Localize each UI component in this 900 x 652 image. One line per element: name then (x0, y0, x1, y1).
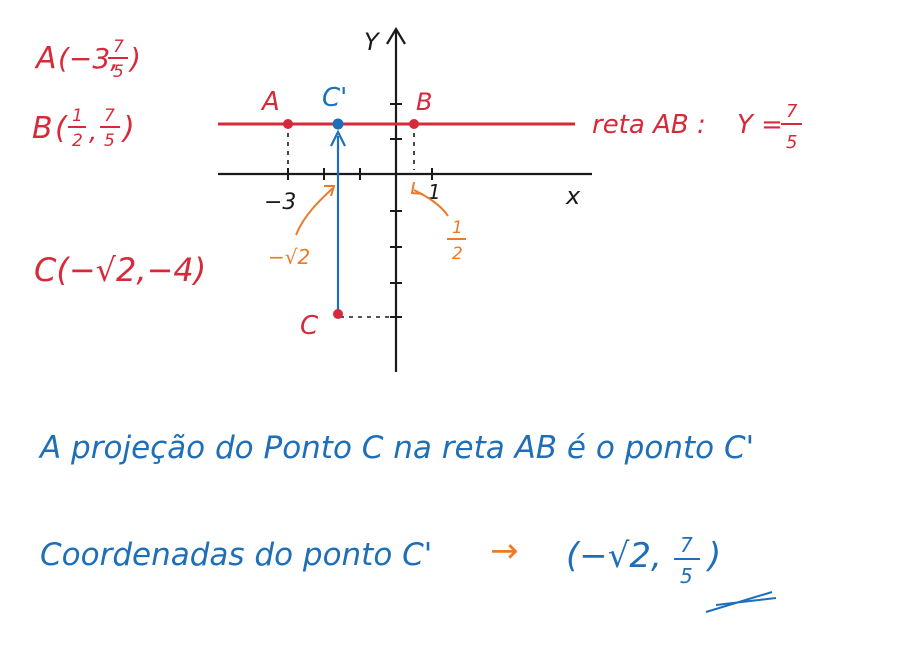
point-a-def-y-num: 7 (113, 37, 124, 57)
coordinates-den: 5 (680, 564, 693, 588)
point-b-def-y-den: 5 (104, 131, 115, 151)
point-a-def-close: ) (128, 42, 141, 75)
projection-arrow-icon (330, 129, 346, 147)
label-c-prime: C' (322, 83, 347, 113)
point-b-def-open: ( (55, 111, 68, 146)
point-b-def-close: ) (121, 111, 135, 146)
point-a-def-label: A (34, 41, 57, 76)
line-ab-eq-y: Y = (737, 110, 783, 140)
point-c-dot (333, 309, 343, 319)
point-b-def-label: B (32, 111, 53, 146)
x-tick-label-1: 1 (428, 180, 441, 204)
line-ab-label: reta AB : (592, 110, 706, 140)
point-c-prime-dot (332, 118, 344, 130)
point-b-def-comma: , (89, 117, 97, 147)
x-axis-label: x (565, 182, 581, 210)
label-a: A (260, 87, 280, 117)
label-c: C (300, 311, 319, 341)
line-ab-eq-den: 5 (786, 132, 797, 153)
minus-sqrt2-pointer-arrow-icon (324, 185, 336, 197)
line-ab-eq-num: 7 (786, 101, 798, 122)
point-b-def-y-num: 7 (104, 106, 115, 126)
note-minus-sqrt2: −√2 (268, 245, 310, 269)
point-b-def-x-den: 2 (72, 131, 83, 151)
coordinates-close: ) (705, 536, 721, 576)
point-b-dot (409, 119, 419, 129)
y-axis-ticks (390, 103, 402, 318)
y-axis-label: Y (364, 28, 381, 56)
x-tick-label-minus3: −3 (264, 190, 296, 215)
note-half-den: 2 (452, 244, 463, 264)
answer-underline-2 (715, 597, 777, 606)
point-a-dot (283, 119, 293, 129)
statements: A projeção do Ponto C na reta AB é o pon… (38, 430, 777, 613)
note-half-num: 1 (452, 218, 463, 238)
half-pointer-arrow-icon (410, 181, 424, 195)
minus-sqrt2-pointer (295, 187, 334, 236)
point-c-def: C(−√2,−4) (34, 251, 206, 289)
coordinates-open: (−√2, (566, 536, 662, 576)
coordinates-num: 7 (680, 533, 693, 557)
coordinate-graph: Y x −3 1 (218, 26, 802, 372)
point-a-def-y-den: 5 (113, 62, 124, 82)
coordinates-prefix: Coordenadas do ponto C' (40, 537, 432, 573)
half-pointer (413, 189, 449, 217)
projection-sentence: A projeção do Ponto C na reta AB é o pon… (38, 430, 754, 466)
y-axis-arrow-icon (386, 26, 406, 45)
guide-lines (287, 124, 415, 318)
point-b-def-x-num: 1 (72, 106, 83, 126)
label-b: B (416, 88, 432, 116)
point-definitions: A (−3, 7 5 ) B ( 1 2 , 7 5 ) C(−√2,−4) (32, 37, 206, 289)
coordinates-arrow-icon: → (490, 531, 519, 571)
